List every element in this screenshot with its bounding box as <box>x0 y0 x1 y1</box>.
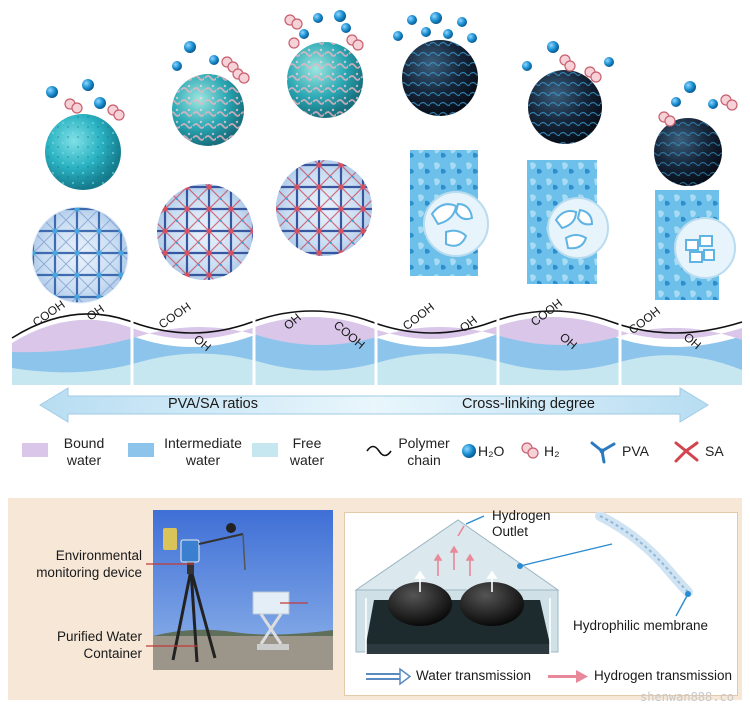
polymer-chain-label-2: chain <box>407 452 441 468</box>
network-2 <box>157 184 253 280</box>
device-diagram <box>354 512 693 686</box>
intermediate-water-swatch <box>128 443 154 457</box>
cross-linking-degree-label: Cross-linking degree <box>462 396 595 412</box>
ratio-crosslink-arrow <box>39 387 709 423</box>
hydrogel-schematic <box>11 10 743 464</box>
hydrophilic-membrane-label: Hydrophilic membrane <box>573 618 709 633</box>
water-layers <box>11 310 743 390</box>
porous-block-3 <box>655 190 736 300</box>
sphere-4 <box>402 40 478 116</box>
hydrogen-transmission-label: Hydrogen transmission <box>594 668 733 683</box>
purified-container-label-2: Container <box>83 646 142 661</box>
free-water-swatch <box>252 443 278 457</box>
sphere-3 <box>287 42 363 118</box>
intermediate-water-label-2: water <box>185 452 221 468</box>
bound-water-label-2: water <box>66 452 102 468</box>
hydrogen-outlet-label-1: Hydrogen <box>492 508 551 523</box>
h2o-label: H₂O <box>478 443 505 459</box>
field-photo <box>153 510 333 670</box>
free-water-label-1: Free <box>292 435 322 451</box>
molecules <box>46 10 738 127</box>
purified-container-label-1: Purified Water <box>56 629 142 644</box>
network-3 <box>276 160 372 256</box>
water-transmission-label: Water transmission <box>416 668 532 683</box>
polymer-chain-label-1: Polymer <box>398 435 450 451</box>
bound-water-label-1: Bound <box>63 435 105 451</box>
free-water-label-2: water <box>289 452 325 468</box>
sphere-5 <box>528 70 602 144</box>
porous-block-2 <box>527 160 609 284</box>
hydrogen-outlet-label-2: Outlet <box>492 524 529 539</box>
sphere-1 <box>45 114 121 190</box>
sphere-6 <box>654 118 722 186</box>
photo-callout-lines <box>146 563 308 647</box>
pva-sa-ratios-label: PVA/SA ratios <box>168 396 258 412</box>
legend-icons <box>366 441 699 464</box>
water-transmission-arrow <box>366 667 412 686</box>
sphere-2 <box>172 74 244 146</box>
env-device-label-1: Environmental <box>55 548 142 563</box>
hydrogen-transmission-arrow <box>548 670 588 683</box>
application-panel: Environmental monitoring device Purified… <box>8 498 742 700</box>
h2-label: H₂ <box>544 443 560 459</box>
watermark: shenwan888.co <box>640 690 734 704</box>
pva-label: PVA <box>622 443 649 459</box>
porous-block-1 <box>410 150 489 276</box>
sa-label: SA <box>705 443 724 459</box>
intermediate-water-label-1: Intermediate <box>164 435 242 451</box>
bound-water-swatch <box>22 443 48 457</box>
env-device-label-2: monitoring device <box>36 565 142 580</box>
network-1 <box>31 206 129 304</box>
